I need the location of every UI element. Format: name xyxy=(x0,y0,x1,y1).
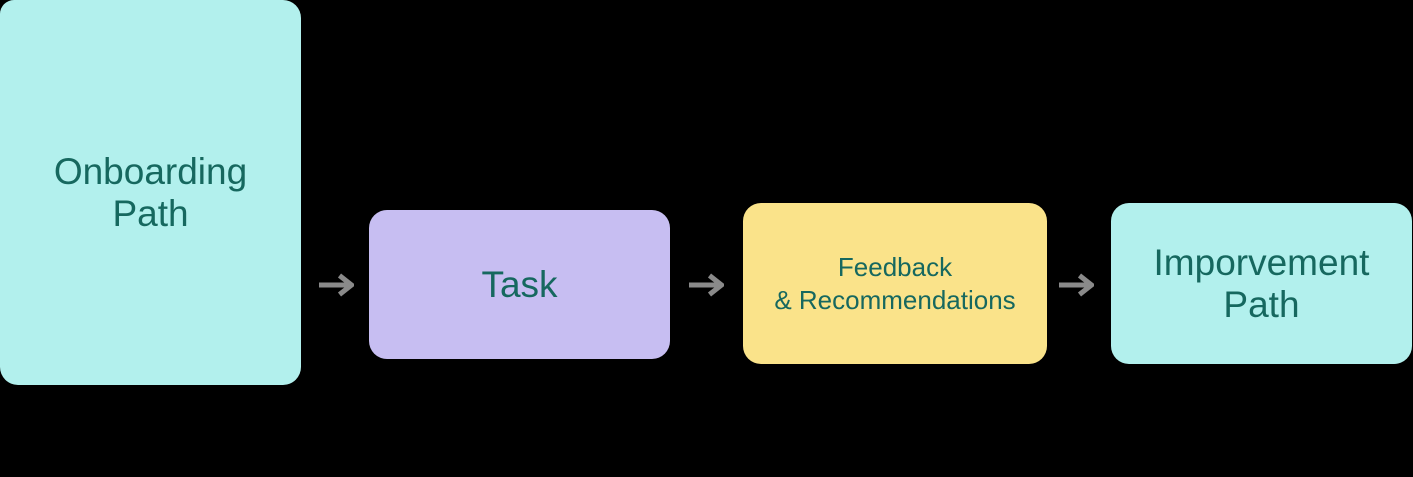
node-label: Imporvement Path xyxy=(1154,242,1370,326)
node-onboarding-path: Onboarding Path xyxy=(0,0,301,385)
arrow-right-icon xyxy=(688,271,724,299)
node-label: Onboarding Path xyxy=(54,151,247,235)
node-label-line: Imporvement xyxy=(1153,241,1370,283)
node-label: Task xyxy=(481,264,557,306)
node-label-line: Path xyxy=(112,192,189,234)
node-label-line: Path xyxy=(1223,283,1300,325)
node-label-line: Feedback xyxy=(837,251,953,282)
node-task: Task xyxy=(369,210,670,359)
node-label-line: & Recommendations xyxy=(774,284,1016,315)
arrow-right-icon xyxy=(318,271,354,299)
node-feedback-recommendations: Feedback & Recommendations xyxy=(743,203,1047,364)
arrow-right-icon xyxy=(1058,271,1094,299)
node-label: Feedback & Recommendations xyxy=(774,251,1015,317)
node-label-line: Task xyxy=(481,263,558,305)
node-improvement-path: Imporvement Path xyxy=(1111,203,1412,364)
node-label-line: Onboarding xyxy=(53,150,248,192)
